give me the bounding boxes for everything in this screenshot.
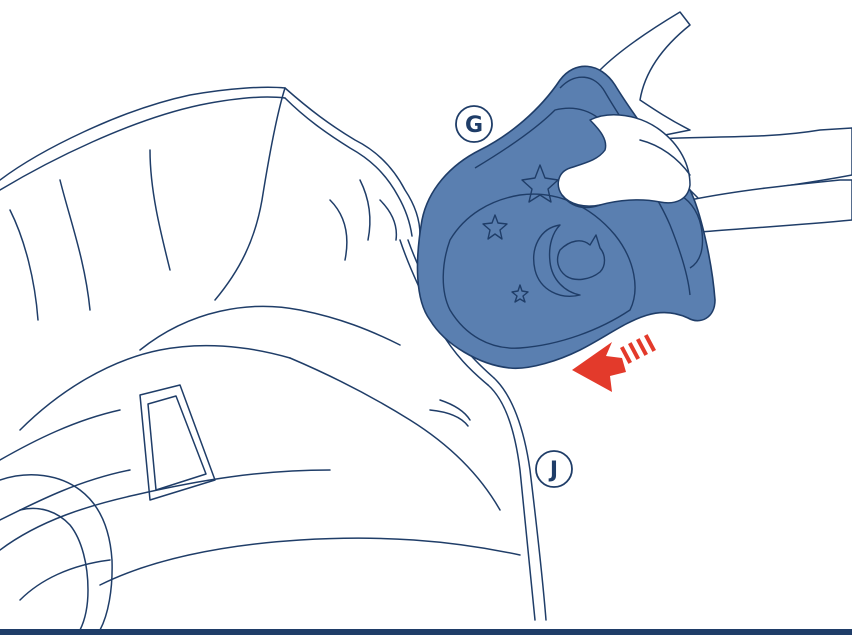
callout-g: G xyxy=(455,105,493,143)
hand-front xyxy=(557,114,691,209)
star-icon xyxy=(482,214,508,240)
star-icon xyxy=(511,284,529,303)
callout-j: J xyxy=(535,450,573,488)
star-icon xyxy=(521,164,559,203)
moon-icon xyxy=(533,224,581,297)
red-arrow-icon xyxy=(572,334,656,392)
callout-j-label: J xyxy=(548,458,558,483)
bunny-icon xyxy=(556,234,606,281)
sleeping-bag-outline xyxy=(0,86,547,631)
bottom-rule xyxy=(0,629,852,635)
hand-back xyxy=(599,11,852,233)
callout-g-label: G xyxy=(465,113,483,138)
